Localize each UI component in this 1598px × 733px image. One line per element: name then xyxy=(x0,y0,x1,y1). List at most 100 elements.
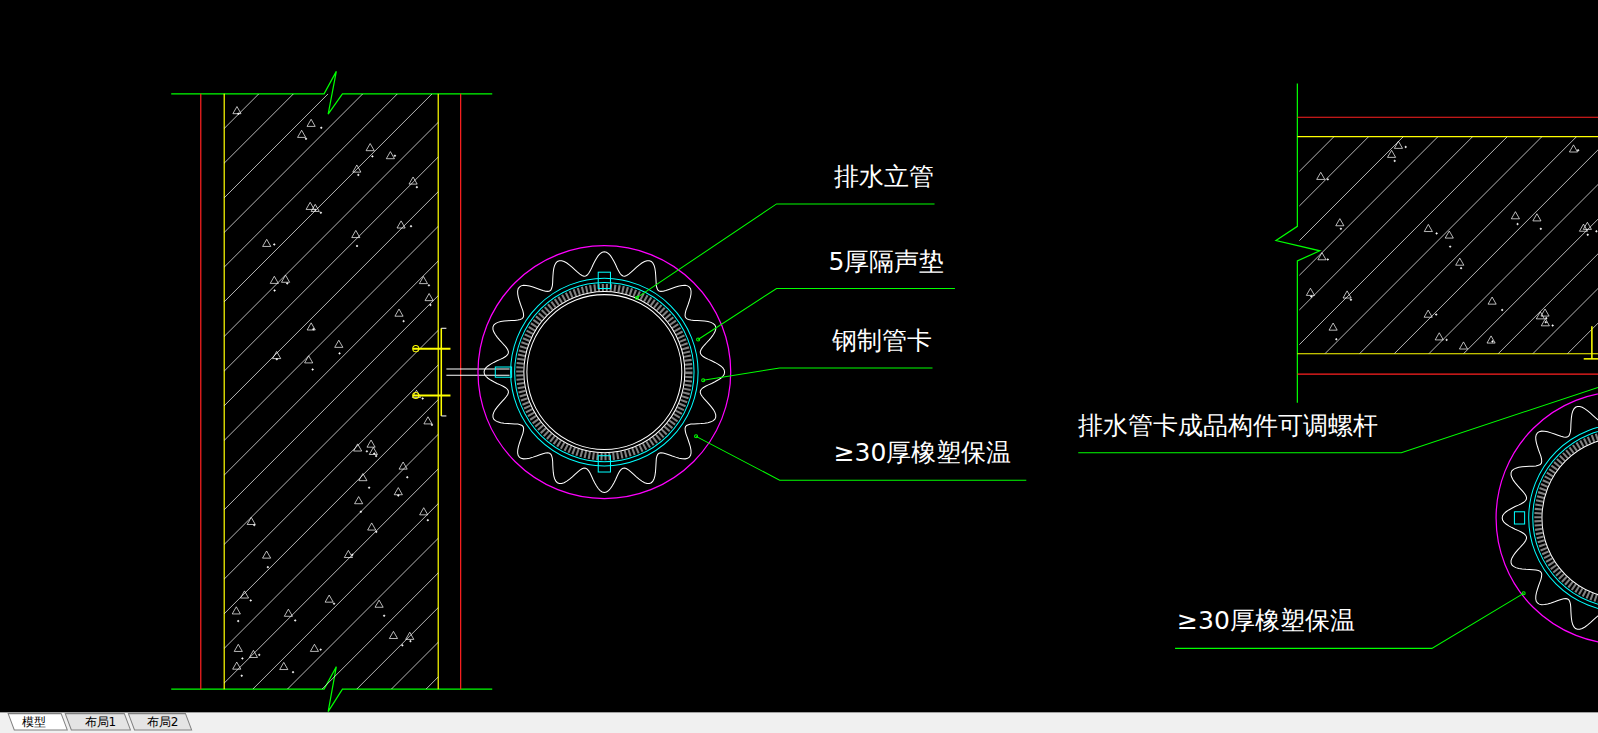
aggregate-mark xyxy=(232,607,240,614)
aggregate-dot xyxy=(305,138,306,139)
hatch-line xyxy=(224,94,438,689)
tab-label: 布局1 xyxy=(85,715,117,729)
aggregate-mark xyxy=(367,440,375,447)
aggregate-dot xyxy=(372,156,373,157)
aggregate-mark xyxy=(247,517,255,524)
aggregate-dot xyxy=(360,511,361,512)
aggregate-mark xyxy=(1424,310,1432,317)
aggregate-dot xyxy=(1492,341,1493,342)
aggregate-dot xyxy=(1546,317,1547,318)
aggregate-dot xyxy=(250,600,251,601)
aggregate-dot xyxy=(274,244,275,245)
aggregate-mark xyxy=(1424,224,1432,231)
aggregate-dot xyxy=(294,620,295,621)
aggregate-mark xyxy=(307,323,315,330)
aggregate-dot xyxy=(276,359,277,360)
aggregate-dot xyxy=(1587,234,1588,235)
hatch-line xyxy=(224,94,432,689)
hatch-line xyxy=(224,94,293,689)
aggregate-mark xyxy=(1583,222,1591,229)
aggregate-mark xyxy=(1445,231,1453,238)
aggregate-dot xyxy=(366,451,367,452)
aggregate-mark xyxy=(399,462,407,469)
aggregate-dot xyxy=(410,226,411,227)
tab-bar xyxy=(0,713,1598,733)
hatch-line xyxy=(1325,137,1542,354)
pipe-section-2 xyxy=(1496,391,1598,644)
aggregate-mark xyxy=(1306,288,1314,295)
aggregate-mark xyxy=(298,130,306,137)
aggregate-dot xyxy=(428,285,429,286)
aggregate-mark xyxy=(281,275,289,282)
aggregate-mark xyxy=(424,417,432,424)
hatch-line xyxy=(224,94,259,689)
aggregate-mark xyxy=(419,276,427,283)
aggregate-mark xyxy=(263,239,271,246)
aggregate-mark xyxy=(273,351,281,358)
aggregate-dot xyxy=(1460,267,1461,268)
aggregate-dot xyxy=(1336,339,1337,340)
aggregate-dot xyxy=(292,671,293,672)
aggregate-dot xyxy=(358,174,359,175)
aggregate-dot xyxy=(333,603,334,604)
aggregate-mark xyxy=(249,650,257,657)
hatch-line xyxy=(224,94,438,689)
aggregate-mark xyxy=(353,165,361,172)
aggregate-dot xyxy=(287,283,288,284)
aggregate-dot xyxy=(376,531,377,532)
pipe-section xyxy=(478,246,731,499)
aggregate-dot xyxy=(1446,339,1447,340)
aggregate-dot xyxy=(416,186,417,187)
aggregate-dot xyxy=(320,212,321,213)
aggregate-dot xyxy=(241,675,242,676)
aggregate-mark xyxy=(1329,323,1337,330)
part-label: ≥30厚橡塑保温 xyxy=(1177,606,1355,636)
aggregate-mark xyxy=(1541,319,1549,326)
aggregate-dot xyxy=(254,524,255,525)
hatch-line xyxy=(1299,137,1300,354)
hatch-line xyxy=(1567,137,1598,354)
aggregate-mark xyxy=(270,276,278,283)
hatch-line xyxy=(1498,137,1598,354)
wall-bracket xyxy=(413,328,512,416)
aggregate-dot xyxy=(407,477,408,478)
aggregate-dot xyxy=(1394,160,1395,161)
aggregate-mark xyxy=(1317,172,1325,179)
hatch-line xyxy=(224,94,438,689)
aggregate-dot xyxy=(320,649,321,650)
aggregate-dot xyxy=(315,209,316,210)
aggregate-dot xyxy=(1405,146,1406,147)
aggregate-dot xyxy=(374,453,375,454)
hatch-line xyxy=(1299,137,1472,354)
aggregate-mark xyxy=(1459,342,1467,349)
aggregate-dot xyxy=(422,398,423,399)
aggregate-mark xyxy=(284,609,292,616)
hatch-line xyxy=(224,94,397,689)
hatch-line xyxy=(253,94,438,689)
aggregate-mark xyxy=(325,595,333,602)
part-label: 5厚隔声垫 xyxy=(829,247,945,277)
aggregate-dot xyxy=(1311,296,1312,297)
aggregate-dot xyxy=(356,245,357,246)
aggregate-dot xyxy=(402,645,403,646)
aggregate-dot xyxy=(1596,231,1597,232)
wall-section xyxy=(0,71,1056,711)
aggregate-dot xyxy=(383,615,384,616)
aggregate-dot xyxy=(1350,299,1351,300)
aggregate-mark xyxy=(394,488,402,495)
aggregate-mark xyxy=(375,600,383,607)
aggregate-dot xyxy=(352,554,353,555)
aggregate-dot xyxy=(1327,179,1328,180)
leader-lines xyxy=(635,204,1598,648)
hatch-line xyxy=(224,94,438,689)
aggregate-dot xyxy=(1435,314,1436,315)
aggregate-mark xyxy=(420,508,428,515)
aggregate-mark xyxy=(1435,333,1443,340)
aggregate-mark xyxy=(355,497,363,504)
part-label: 钢制管卡 xyxy=(832,326,932,356)
hatch-line xyxy=(357,94,439,689)
hatch-line xyxy=(224,94,438,689)
aggregate-mark xyxy=(1394,141,1402,148)
aggregate-dot xyxy=(1449,246,1450,247)
aggregate-mark xyxy=(366,144,374,151)
